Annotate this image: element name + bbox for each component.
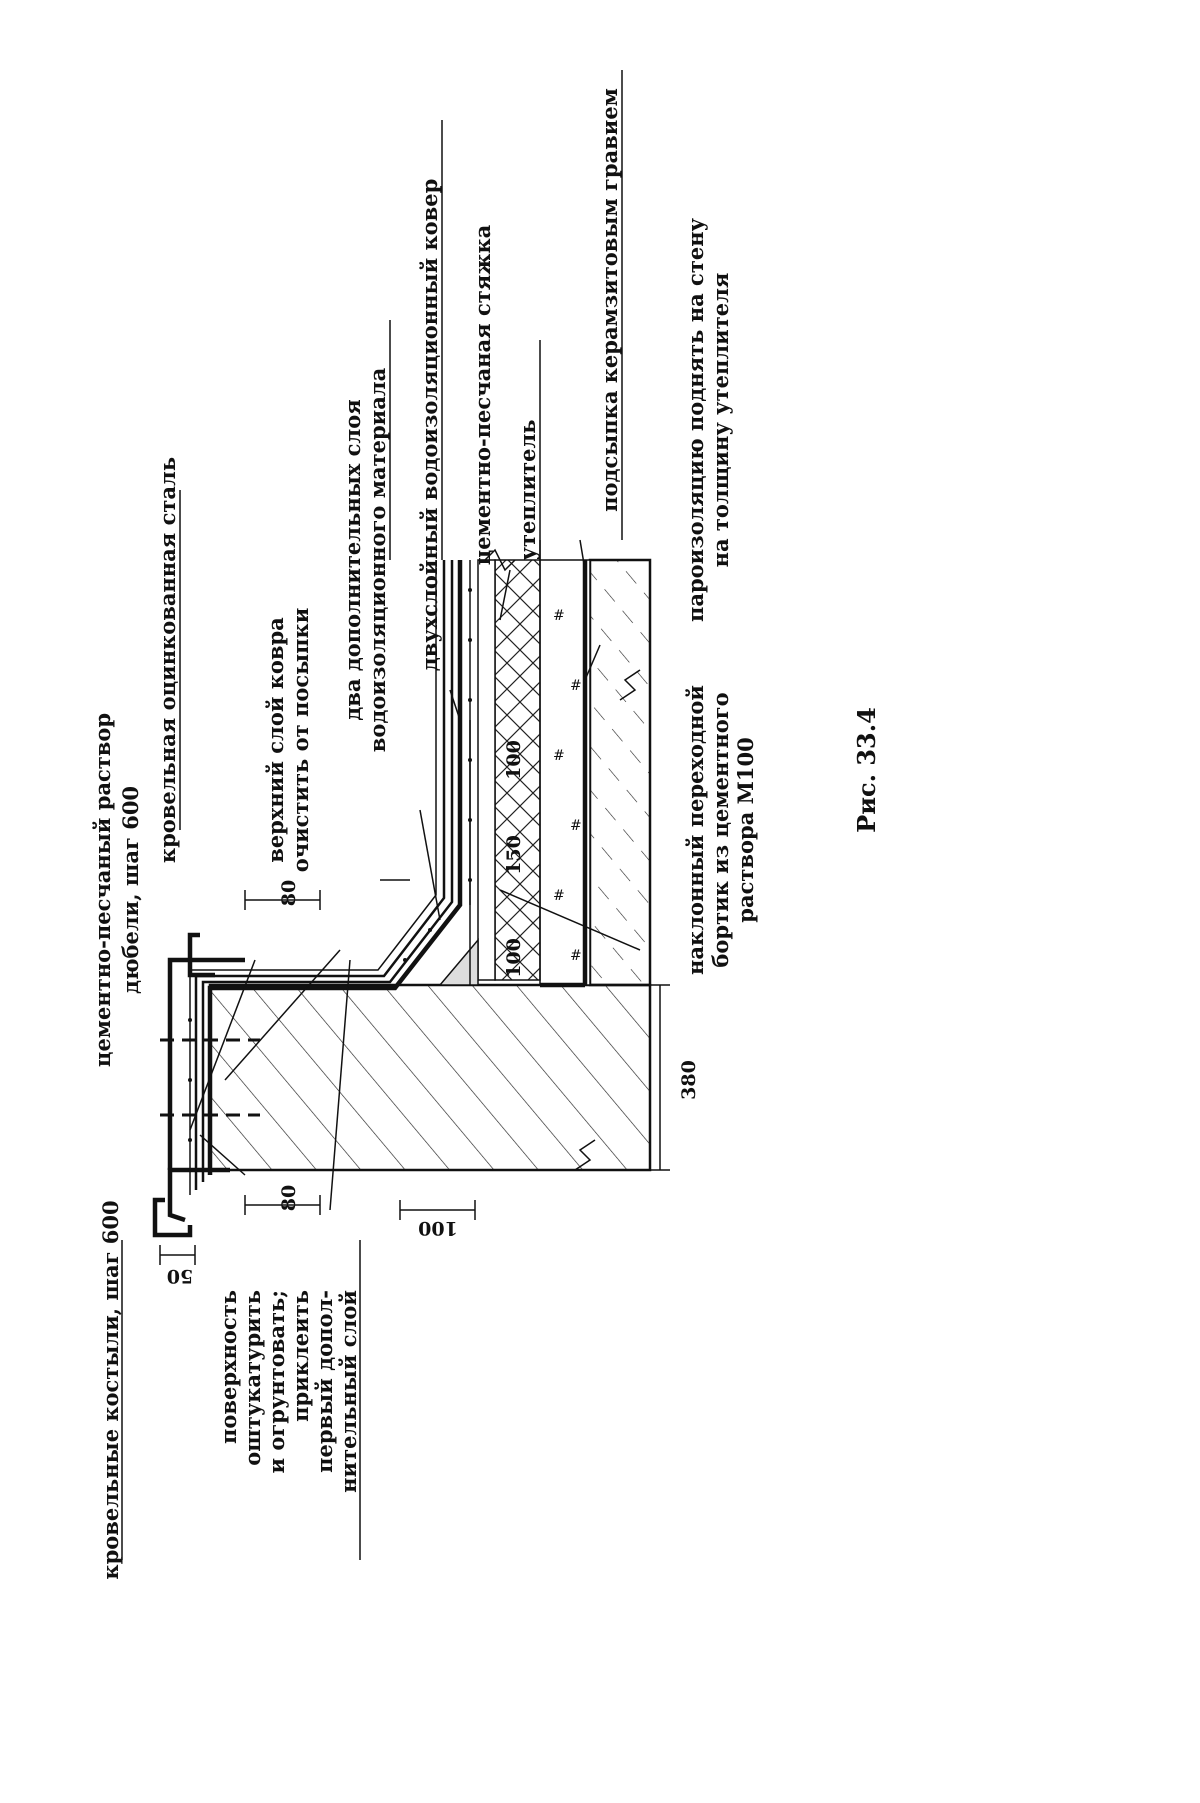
dim-380: 380 <box>678 1060 700 1100</box>
label-galvanized-steel: кровельная оцинкованная сталь <box>155 457 180 863</box>
label-roof-hooks: кровельные костыли, шаг 600 <box>98 1200 123 1579</box>
break-mark-1 <box>574 1139 596 1171</box>
label-fillet-2: бортик из цементного <box>708 692 733 967</box>
callout-labels: кровельные костыли, шаг 600 поверхность … <box>90 88 758 1580</box>
roof-hook-top <box>187 932 215 978</box>
roof-slab <box>588 558 652 987</box>
label-plaster-4: приклеить <box>288 1290 313 1422</box>
break-mark-3 <box>619 669 641 701</box>
dim-50: 50 <box>167 1265 193 1287</box>
label-underlines <box>121 70 623 1560</box>
gravel-fill-layer <box>539 559 591 986</box>
figure-caption: Рис. 33.4 <box>852 707 881 833</box>
label-plaster-2: оштукатурить <box>240 1290 265 1466</box>
dim-100-a: 100 <box>503 938 525 978</box>
screed-layer <box>477 559 496 981</box>
svg-text:#: # <box>553 888 565 904</box>
label-plaster-6: нительный слой <box>336 1290 361 1493</box>
label-fillet-1: наклонный переходной <box>683 685 708 975</box>
dim-80-top: 80 <box>278 880 300 906</box>
label-gravel-fill: подсыпка керамзитовым гравием <box>597 88 622 512</box>
roof-hook-left <box>152 1197 193 1238</box>
parapet-wall <box>208 983 652 1172</box>
label-cement-mortar: цементно-песчаный раствор <box>90 713 115 1067</box>
dim-80-left: 80 <box>278 1185 300 1211</box>
label-top-layer-2: очистить от посыпки <box>288 608 313 873</box>
label-dowels: дюбели, шаг 600 <box>118 786 143 994</box>
dim-100-b: 100 <box>503 740 525 780</box>
label-plaster-block: поверхность оштукатурить и огрунтовать; … <box>216 1290 361 1493</box>
label-vapor-2: на толщину утеплителя <box>708 273 733 568</box>
svg-text:#: # <box>553 608 565 624</box>
label-two-layer-carpet: двухслойный водоизоляционный ковер <box>417 179 442 672</box>
svg-text:#: # <box>553 748 565 764</box>
label-plaster-3: и огрунтовать; <box>264 1290 289 1474</box>
galvanized-steel-apron <box>167 1167 230 1223</box>
label-two-extra-2: водоизоляционного материала <box>365 367 390 752</box>
label-top-layer-1: верхний слой ковра <box>263 617 288 863</box>
svg-text:#: # <box>570 948 582 964</box>
label-vapor-1: пароизоляцию поднять на стену <box>683 217 708 622</box>
dim-150: 150 <box>503 835 525 875</box>
label-fillet-3: раствора М100 <box>733 737 758 922</box>
label-screed: цементно-песчаная стяжка <box>470 224 495 565</box>
svg-text:#: # <box>570 678 582 694</box>
dim-100-side: 100 <box>418 1217 458 1239</box>
dimension-lines <box>159 720 670 1265</box>
label-plaster-1: поверхность <box>216 1290 241 1444</box>
dimension-values: 50 80 80 100 380 100 150 100 <box>167 740 700 1287</box>
label-insulation: утеплитель <box>515 419 540 560</box>
leader-lines <box>189 539 641 1211</box>
gravel-marks: # # # # # # <box>553 608 582 964</box>
inclined-fillet <box>438 937 479 986</box>
break-mark-2 <box>484 548 516 572</box>
label-plaster-5: первый допол- <box>312 1290 337 1473</box>
label-two-extra-1: два дополнительных слоя <box>340 399 365 720</box>
svg-text:#: # <box>570 818 582 834</box>
